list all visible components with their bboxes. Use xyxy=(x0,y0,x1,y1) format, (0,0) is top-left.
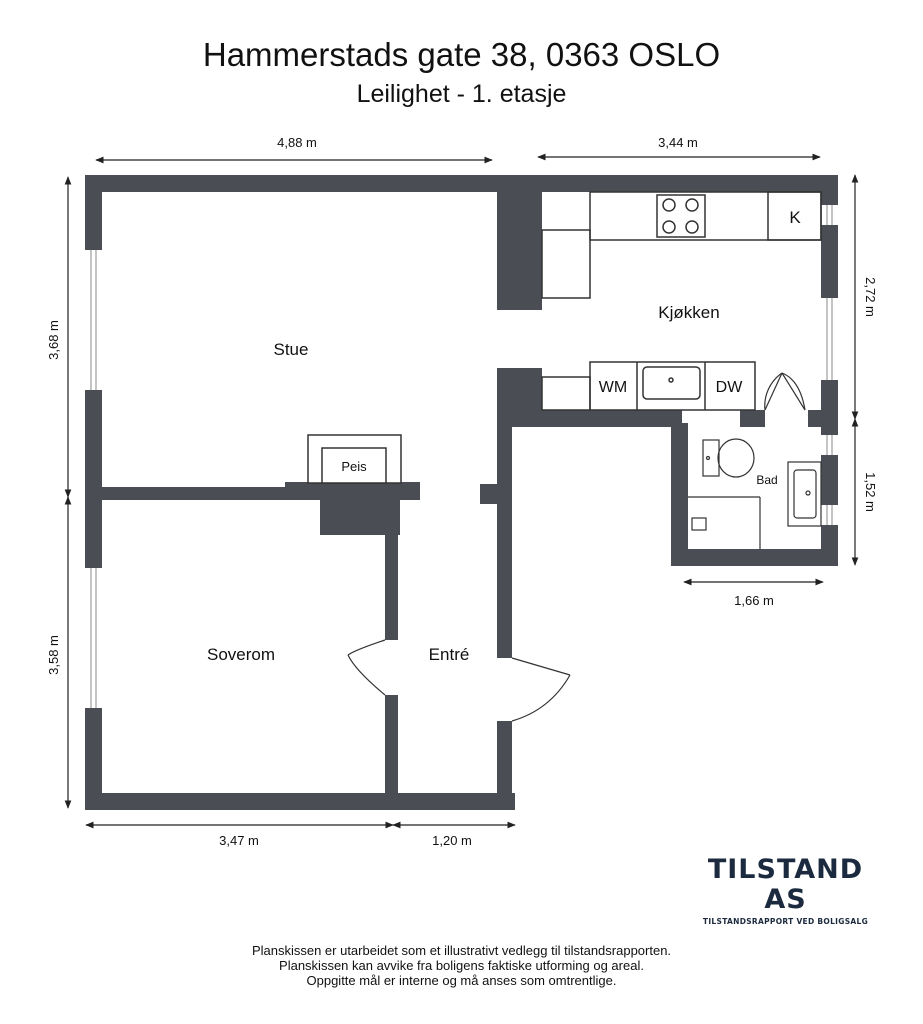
company-logo: TILSTAND AS TILSTANDSRAPPORT VED BOLIGSA… xyxy=(693,854,878,927)
dim-bath-width: 1,66 m xyxy=(734,593,774,608)
kitchen-fixtures xyxy=(541,191,822,411)
dim-left-upper: 3,68 m xyxy=(46,320,61,360)
logo-name: TILSTAND AS xyxy=(707,854,864,915)
dim-right-lower: 1,52 m xyxy=(863,472,878,512)
dim-right-upper: 2,72 m xyxy=(863,277,878,317)
doors xyxy=(347,372,806,722)
room-label-soverom: Soverom xyxy=(207,645,275,664)
dim-bottom-right: 1,20 m xyxy=(432,833,472,848)
fixture-label-dishwasher: DW xyxy=(716,379,744,396)
dim-left-lower: 3,58 m xyxy=(46,635,61,675)
disclaimer-line: Oppgitte mål er interne og må anses som … xyxy=(306,973,617,988)
dim-top-left: 4,88 m xyxy=(277,135,317,150)
walls xyxy=(85,175,838,810)
windows xyxy=(85,205,838,708)
bathroom-fixtures xyxy=(688,438,822,549)
dim-top-right: 3,44 m xyxy=(658,135,698,150)
fixture-label-stove: K xyxy=(789,208,801,227)
room-label-entre: Entré xyxy=(429,645,470,664)
dim-bottom-left: 3,47 m xyxy=(219,833,259,848)
fireplace xyxy=(307,434,402,484)
fixture-label-peis: Peis xyxy=(341,459,367,474)
logo-tagline: TILSTANDSRAPPORT VED BOLIGSALG xyxy=(702,917,869,926)
fixture-label-washing-machine: WM xyxy=(599,379,627,396)
room-label-bad: Bad xyxy=(756,473,777,487)
disclaimer: Planskissen er utarbeidet som et illustr… xyxy=(0,943,923,988)
disclaimer-line: Planskissen kan avvike fra boligens fakt… xyxy=(279,958,644,973)
room-label-kjokken: Kjøkken xyxy=(658,303,719,322)
address-title: Hammerstads gate 38, 0363 OSLO xyxy=(202,36,721,73)
floor-subtitle: Leilighet - 1. etasje xyxy=(356,80,567,108)
room-label-stue: Stue xyxy=(274,340,309,359)
disclaimer-line: Planskissen er utarbeidet som et illustr… xyxy=(251,943,672,958)
dimension-lines xyxy=(64,153,859,829)
